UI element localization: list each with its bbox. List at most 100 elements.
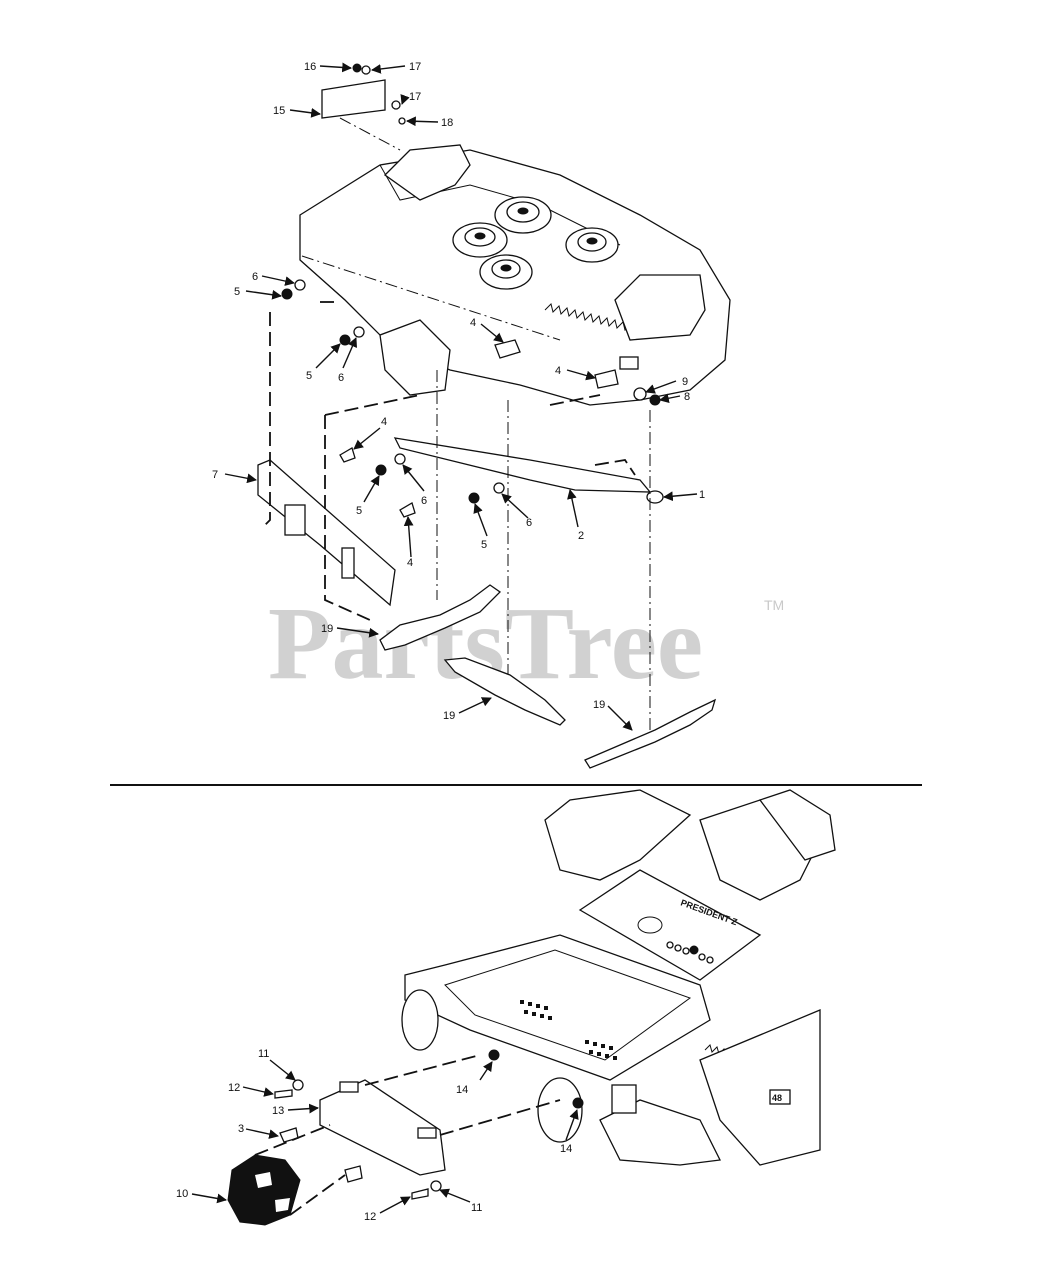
deck-callouts: 16 17 17 15 18 6 5 4 5 6 4 9 8 4 7 5 6 1…: [212, 61, 705, 722]
pulley: [479, 254, 533, 290]
nut: [352, 63, 362, 73]
bolt-4: [594, 369, 619, 389]
deck-decal: [619, 356, 639, 370]
callout-10: 10: [176, 1188, 188, 1200]
bolt-4: [494, 339, 521, 359]
nut-8: [649, 394, 661, 406]
nut: [339, 334, 351, 346]
blade-19: [379, 584, 502, 651]
front-caster: [537, 1077, 583, 1143]
clip-3: [344, 1165, 363, 1183]
deck-bar-2: [393, 437, 652, 493]
washer: [294, 279, 306, 291]
washer: [391, 100, 401, 110]
frame-callouts: 11 12 13 14 3 14 10 12 11: [176, 1048, 572, 1223]
bolt-4: [399, 502, 416, 518]
callout-3: 3: [238, 1123, 244, 1135]
callout-6: 6: [526, 517, 532, 529]
blade-19: [443, 657, 566, 726]
callout-18: 18: [441, 117, 453, 129]
weight-bracket-13: [319, 1079, 446, 1176]
deck-decal-text: 48: [772, 1093, 782, 1103]
callout-13: 13: [272, 1105, 284, 1117]
floor-grate: [520, 1000, 617, 1060]
callout-2: 2: [578, 530, 584, 542]
callout-8: 8: [684, 391, 690, 403]
callout-4: 4: [407, 557, 413, 569]
mower-deck-assembly: [257, 63, 731, 769]
front-caster: [401, 989, 439, 1051]
seat-back: [758, 789, 836, 861]
washer: [353, 326, 365, 338]
nut-14: [488, 1049, 500, 1061]
seat: [544, 789, 692, 881]
nut: [468, 492, 480, 504]
washer-9: [633, 387, 647, 401]
callout-6: 6: [252, 271, 258, 283]
callout-11: 11: [471, 1202, 482, 1214]
watermark-tm: TM: [764, 597, 784, 613]
frame-assembly: PRESIDENT Z 48: [227, 789, 836, 1226]
callout-6: 6: [338, 372, 344, 384]
bolt-12: [411, 1188, 429, 1200]
rear-wheel: [599, 1099, 721, 1166]
clip-3: [279, 1127, 299, 1143]
washer-11: [292, 1079, 304, 1091]
nut: [281, 288, 293, 300]
switch-panel: [666, 941, 714, 964]
callout-5: 5: [306, 370, 312, 382]
baffle-plate: [321, 79, 386, 119]
frame-leaders: [191, 1059, 579, 1214]
discharge-chute: [379, 319, 451, 396]
blade-19: [584, 698, 717, 769]
baffle-bracket: [284, 504, 306, 536]
bracket-tab: [339, 1081, 359, 1093]
callout-12: 12: [228, 1082, 240, 1094]
callout-1: 1: [699, 489, 705, 501]
pulley: [565, 227, 619, 263]
callout-17: 17: [409, 91, 421, 103]
washer: [493, 482, 505, 494]
watermark: PartsTree TM: [268, 586, 784, 701]
callout-6: 6: [421, 495, 427, 507]
belt-cover: [383, 144, 471, 201]
bolt: [398, 117, 406, 125]
callout-4: 4: [381, 416, 387, 428]
caster-post: [611, 1084, 637, 1114]
callout-15: 15: [273, 105, 285, 117]
pulley: [494, 196, 552, 234]
callout-14: 14: [456, 1084, 468, 1096]
baffle-7: [257, 459, 396, 607]
callout-4: 4: [470, 317, 476, 329]
washer: [361, 65, 371, 75]
bolt-1: [646, 490, 664, 504]
baffle-bracket: [341, 547, 355, 579]
nut: [375, 464, 387, 476]
callout-19: 19: [321, 623, 333, 635]
callout-7: 7: [212, 469, 218, 481]
pulley: [452, 222, 508, 258]
callout-17: 17: [409, 61, 421, 73]
control-panel: [578, 869, 762, 981]
callout-19: 19: [443, 710, 455, 722]
callout-11: 11: [258, 1048, 269, 1060]
bolt-12: [274, 1089, 293, 1099]
callout-16: 16: [304, 61, 316, 73]
bolt-4: [339, 447, 356, 463]
spindle-housing: [614, 274, 706, 341]
bracket-tab: [417, 1127, 437, 1139]
callout-5: 5: [356, 505, 362, 517]
callout-9: 9: [682, 376, 688, 388]
callout-19: 19: [593, 699, 605, 711]
deck-edge: [699, 1009, 821, 1166]
washer-11: [430, 1180, 442, 1192]
callout-14: 14: [560, 1143, 572, 1155]
wheel-weight-10: [227, 1154, 301, 1226]
callout-12: 12: [364, 1211, 376, 1223]
callout-5: 5: [481, 539, 487, 551]
callout-5: 5: [234, 286, 240, 298]
nut-14: [572, 1097, 584, 1109]
callout-4: 4: [555, 365, 561, 377]
washer: [394, 453, 406, 465]
